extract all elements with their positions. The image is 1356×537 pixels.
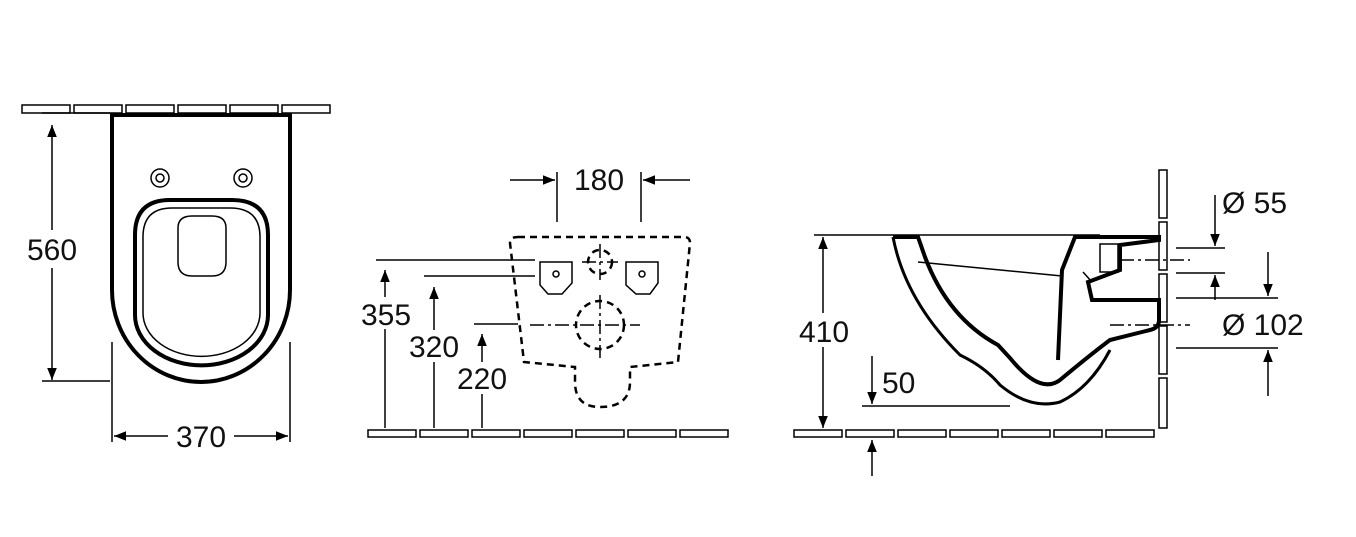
bowl-inner-line xyxy=(142,207,261,358)
top-view: 560 370 xyxy=(21,104,331,454)
seat-fixing-holes xyxy=(150,168,253,188)
wall-tiles-side xyxy=(1158,169,1168,429)
floor-tiles-front xyxy=(367,429,729,438)
bowl-inner-rim xyxy=(133,198,270,368)
inlet-diameter-label: Ø 55 xyxy=(1222,187,1287,220)
depth-label: 560 xyxy=(27,234,77,267)
height-355-label: 355 xyxy=(361,299,411,332)
flush-opening xyxy=(177,215,227,277)
height-320-label: 320 xyxy=(409,331,459,364)
drain-height-label: 50 xyxy=(882,367,915,400)
bowl-inner-profile xyxy=(891,236,1112,406)
outlet-diameter-label: Ø 102 xyxy=(1222,309,1304,342)
rim-height-label: 410 xyxy=(799,316,849,349)
wall-tiles-top xyxy=(21,104,331,114)
inlet-hole xyxy=(582,244,618,280)
side-view: 410 50 Ø 55 Ø 102 xyxy=(793,169,1304,476)
width-label: 370 xyxy=(176,421,226,454)
height-220-label: 220 xyxy=(457,363,507,396)
front-view: 180 355 320 220 xyxy=(356,164,729,438)
bowl-outline-top xyxy=(110,113,292,384)
bowl-outline-hidden xyxy=(508,235,692,409)
fixing-brackets xyxy=(539,261,659,295)
floor-tiles-side xyxy=(793,429,1155,438)
outlet-hole xyxy=(530,295,640,358)
flush-inlet-duct xyxy=(1082,243,1119,283)
bowl-outer-profile xyxy=(893,235,1161,387)
fixing-spacing-label: 180 xyxy=(574,164,624,197)
bowl-rim-slope xyxy=(917,261,1063,277)
